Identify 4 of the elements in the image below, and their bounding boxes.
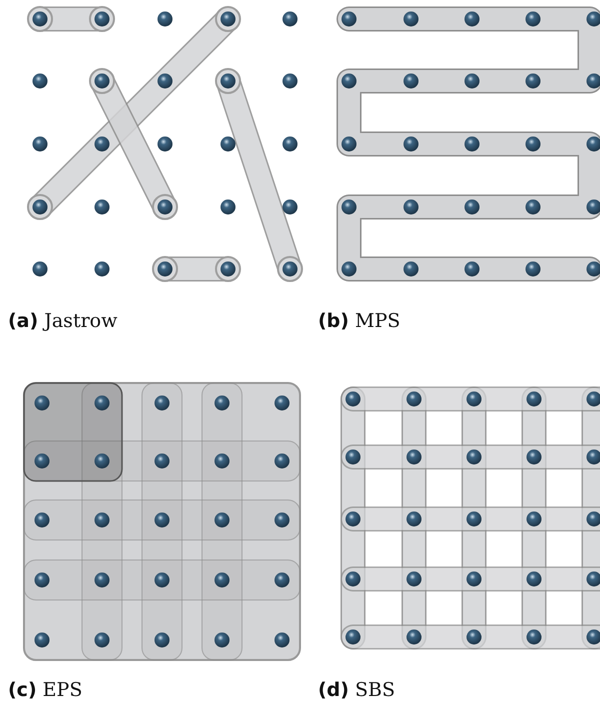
panel-caption: (a) Jastrow bbox=[8, 312, 118, 331]
panel-caption: (c) EPS bbox=[8, 681, 82, 700]
panel-caption: (d) SBS bbox=[318, 681, 396, 700]
panel-caption: (b) MPS bbox=[318, 312, 400, 331]
